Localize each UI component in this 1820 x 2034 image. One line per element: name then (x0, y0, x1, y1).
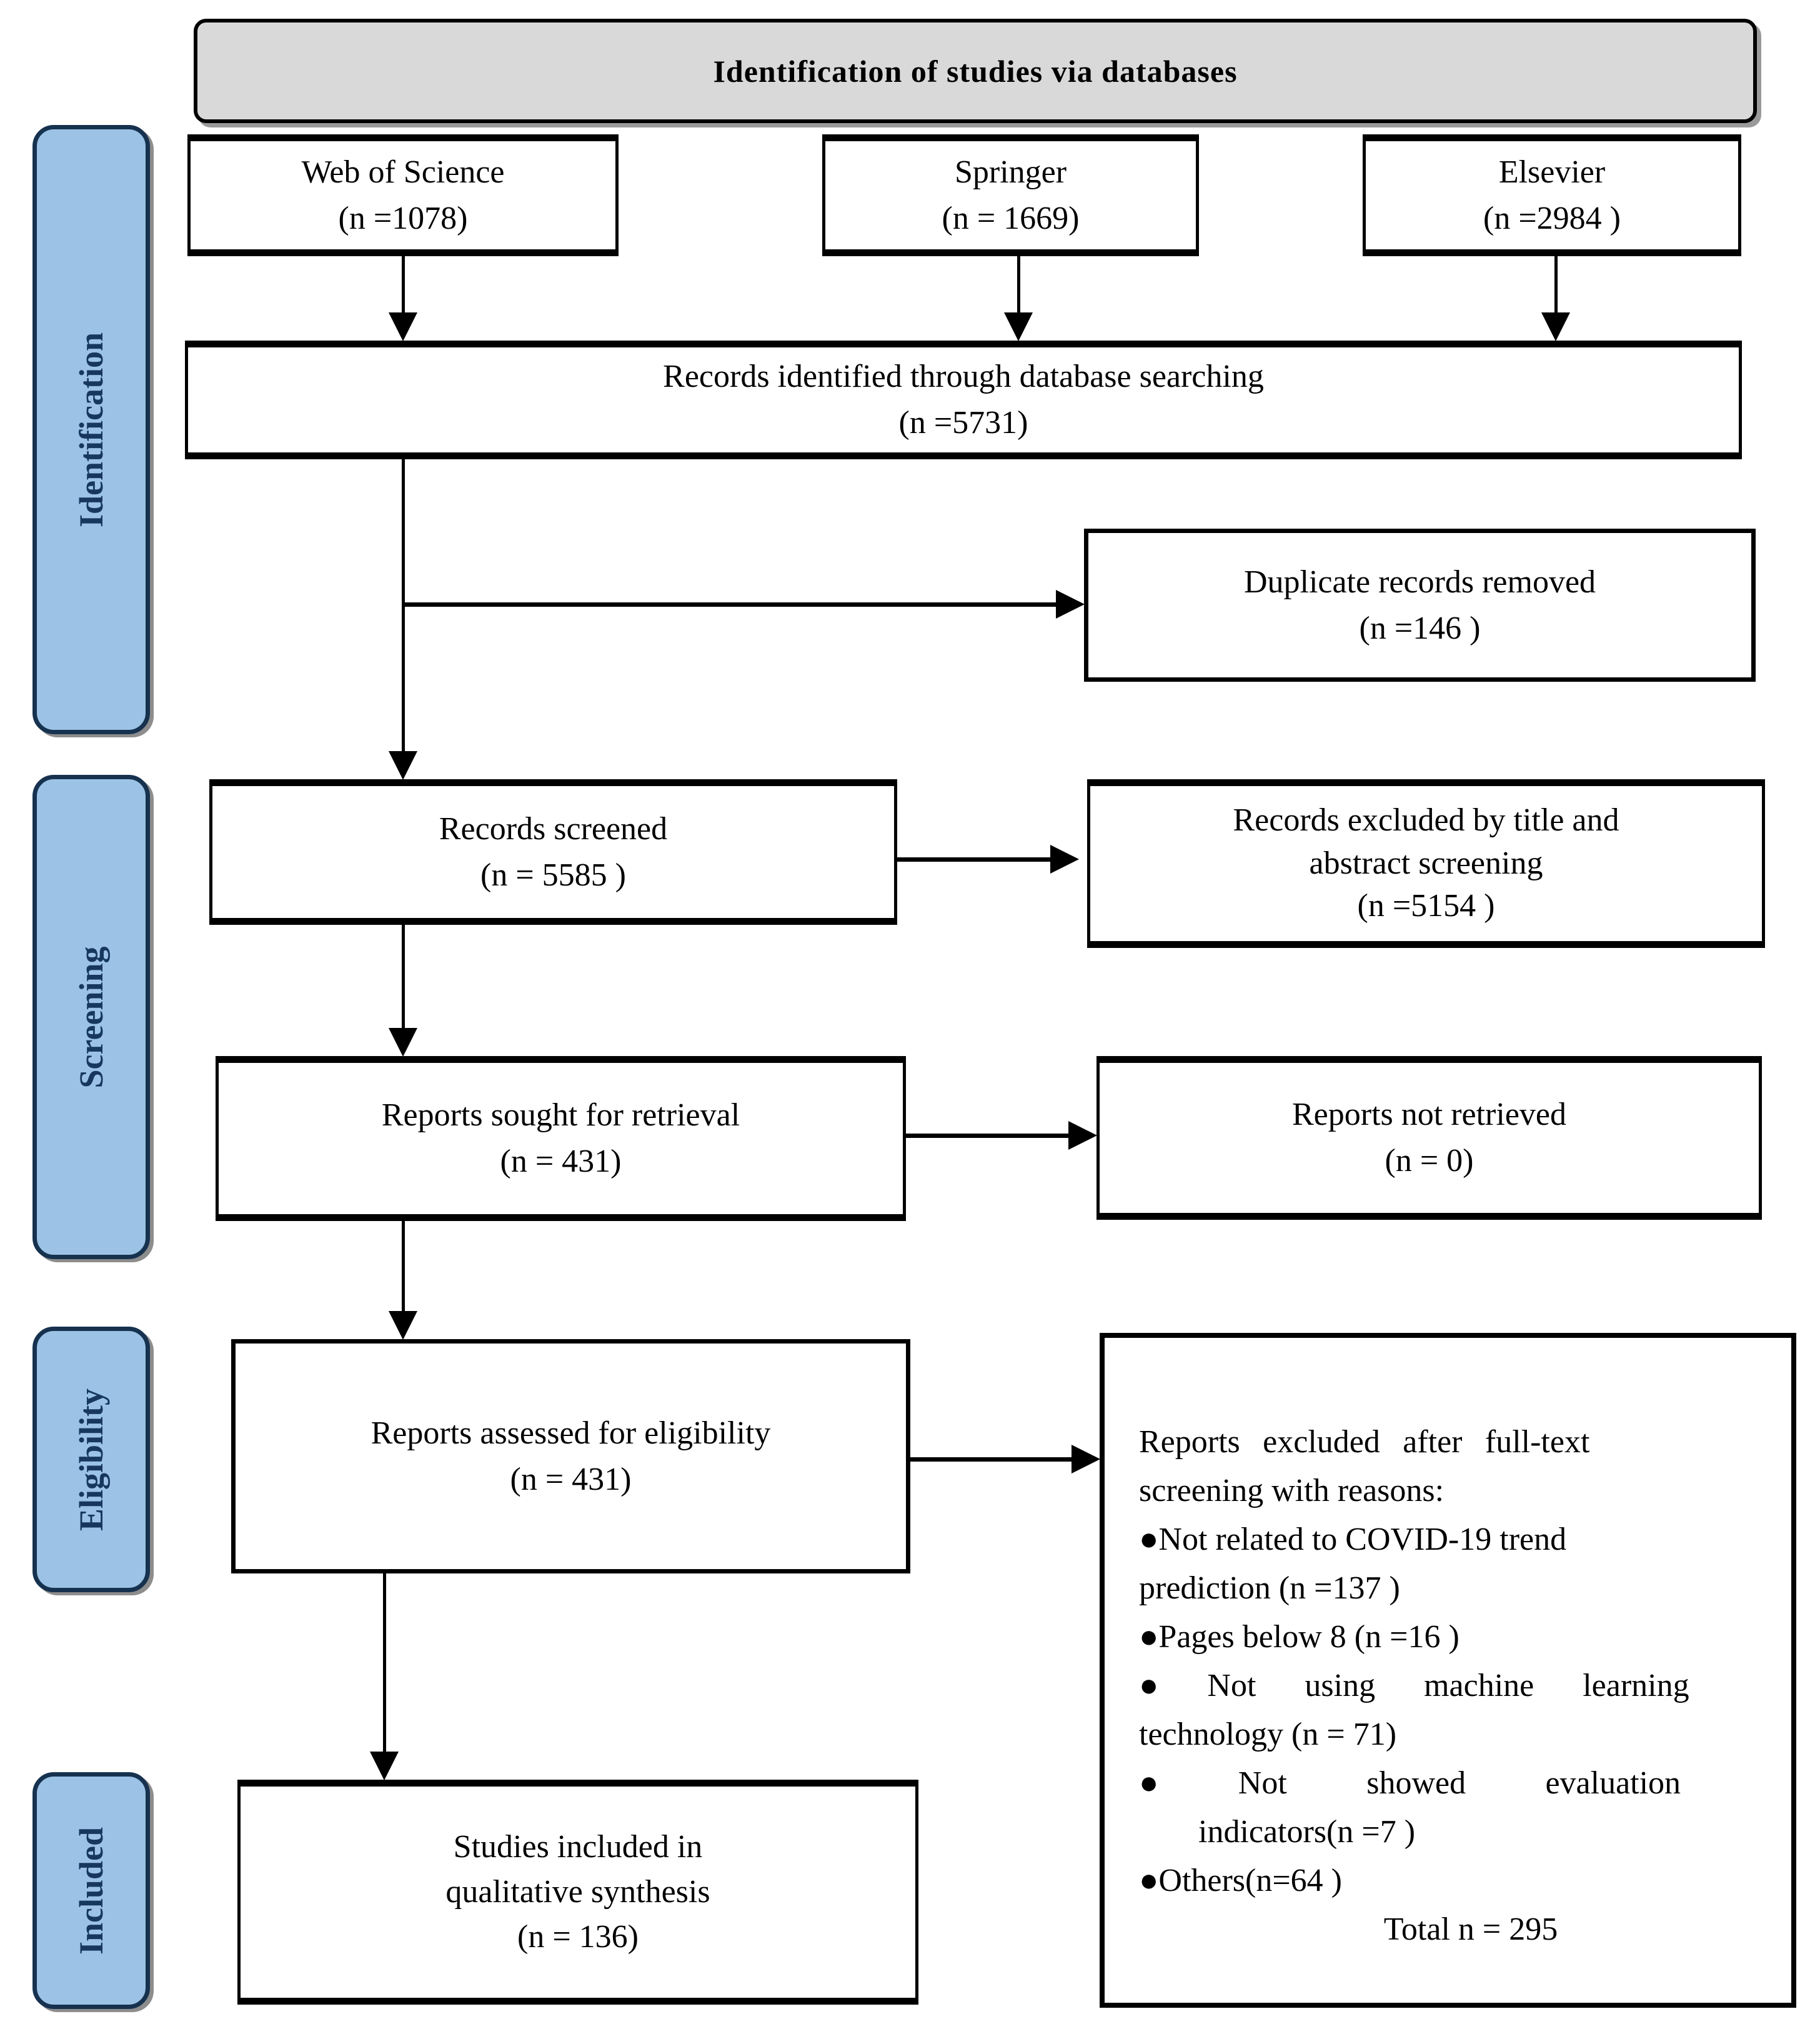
fulltext-excluded-reason1-line1: ●Not related to COVID-19 trend (1139, 1522, 1567, 1557)
reports-not-retrieved-label: Reports not retrieved (1292, 1097, 1566, 1133)
web-of-science-count: (n =1078) (338, 200, 468, 236)
elsevier-count: (n =2984 ) (1483, 200, 1621, 236)
box-records-screened: Records screened (n = 5585 ) (209, 779, 897, 925)
reports-assessed-count: (n = 431) (510, 1461, 632, 1497)
fulltext-excluded-total: Total n = 295 (1383, 1912, 1558, 1947)
web-of-science-label: Web of Science (301, 154, 505, 190)
connector-springer-to-identified (1017, 253, 1020, 313)
connector-branch-to-duplicates (403, 602, 1057, 607)
stage-identification-label: Identification (72, 332, 110, 527)
fulltext-excluded-reason3-line1: ● Not using machine learning (1139, 1668, 1689, 1703)
elsevier-label: Elsevier (1498, 154, 1606, 190)
reports-assessed-label: Reports assessed for eligibility (370, 1415, 771, 1451)
arrowhead-sought-to-assessed (389, 1311, 417, 1340)
fulltext-excluded-reason4-line2: indicators(n =7 ) (1198, 1814, 1416, 1850)
box-duplicates-removed: Duplicate records removed (n =146 ) (1084, 529, 1756, 682)
fulltext-excluded-reason3-line2: technology (n = 71) (1139, 1717, 1397, 1752)
records-excluded-count: (n =5154 ) (1357, 888, 1495, 924)
box-fulltext-excluded: Reports excluded after full-text screeni… (1100, 1333, 1796, 2008)
connector-elsevier-to-identified (1554, 253, 1558, 313)
box-reports-sought: Reports sought for retrieval (n = 431) (216, 1056, 906, 1221)
box-reports-assessed: Reports assessed for eligibility (n = 43… (231, 1339, 910, 1573)
connector-wos-to-identified (402, 253, 405, 313)
records-identified-label: Records identified through database sear… (663, 359, 1264, 395)
arrowhead-springer-to-identified (1004, 312, 1033, 341)
duplicates-removed-label: Duplicate records removed (1243, 564, 1596, 600)
fulltext-excluded-intro-line2: screening with reasons: (1139, 1473, 1445, 1508)
studies-included-count: (n = 136) (517, 1918, 639, 1955)
box-springer: Springer (n = 1669) (822, 134, 1199, 256)
reports-sought-label: Reports sought for retrieval (381, 1097, 740, 1134)
springer-count: (n = 1669) (942, 200, 1080, 236)
stage-screening-label: Screening (72, 946, 110, 1088)
fulltext-excluded-intro-line1: Reports excluded after full-text (1139, 1424, 1590, 1460)
arrowhead-screened-to-excluded (1050, 845, 1079, 874)
stage-screening: Screening (32, 775, 150, 1259)
arrowhead-sought-to-not-retrieved (1068, 1121, 1097, 1150)
connector-assessed-to-fulltext-excluded (910, 1457, 1072, 1462)
stage-eligibility: Eligibility (32, 1327, 150, 1592)
reports-sought-count: (n = 431) (500, 1144, 622, 1179)
fulltext-excluded-reason1-line2: prediction (n =137 ) (1139, 1570, 1400, 1606)
box-records-identified: Records identified through database sear… (185, 341, 1742, 459)
studies-included-line1: Studies included in (453, 1829, 703, 1865)
records-screened-count: (n = 5585 ) (480, 857, 626, 893)
arrowhead-assessed-to-included (370, 1752, 399, 1780)
box-reports-not-retrieved: Reports not retrieved (n = 0) (1096, 1056, 1762, 1220)
arrowhead-to-duplicates (1056, 590, 1085, 619)
arrowhead-screened-to-sought (389, 1028, 417, 1057)
records-excluded-line1: Records excluded by title and (1233, 802, 1619, 839)
arrowhead-assessed-to-fulltext-excluded (1072, 1445, 1100, 1473)
fulltext-excluded-reason4-line1: ● Not showed evaluation (1139, 1765, 1681, 1801)
connector-assessed-to-included (383, 1573, 386, 1752)
records-screened-label: Records screened (439, 810, 668, 847)
springer-label: Springer (954, 154, 1067, 190)
duplicates-removed-count: (n =146 ) (1359, 610, 1481, 646)
records-excluded-line2: abstract screening (1309, 845, 1543, 881)
arrowhead-elsevier-to-identified (1541, 312, 1570, 341)
box-elsevier: Elsevier (n =2984 ) (1363, 134, 1741, 256)
arrowhead-wos-to-identified (389, 312, 417, 341)
stage-included-label: Included (72, 1827, 110, 1955)
stage-included: Included (32, 1772, 150, 2009)
connector-screened-to-sought (402, 925, 405, 1029)
box-records-excluded-title-abstract: Records excluded by title and abstract s… (1087, 779, 1765, 948)
stage-identification: Identification (32, 125, 150, 734)
reports-not-retrieved-count: (n = 0) (1385, 1143, 1474, 1179)
arrowhead-identified-to-screened (389, 751, 417, 780)
connector-screened-to-excluded (897, 857, 1051, 862)
connector-sought-to-assessed (402, 1221, 405, 1312)
stage-eligibility-label: Eligibility (72, 1388, 110, 1531)
diagram-title: Identification of studies via databases (194, 19, 1757, 123)
studies-included-line2: qualitative synthesis (445, 1874, 710, 1910)
records-identified-count: (n =5731) (898, 405, 1028, 441)
diagram-title-text: Identification of studies via databases (713, 53, 1238, 89)
connector-sought-to-not-retrieved (906, 1134, 1069, 1138)
box-studies-included: Studies included in qualitative synthesi… (237, 1780, 918, 2005)
fulltext-excluded-reason5: ●Others(n=64 ) (1139, 1863, 1342, 1898)
box-web-of-science: Web of Science (n =1078) (187, 134, 619, 256)
fulltext-excluded-reason2: ●Pages below 8 (n =16 ) (1139, 1619, 1459, 1655)
